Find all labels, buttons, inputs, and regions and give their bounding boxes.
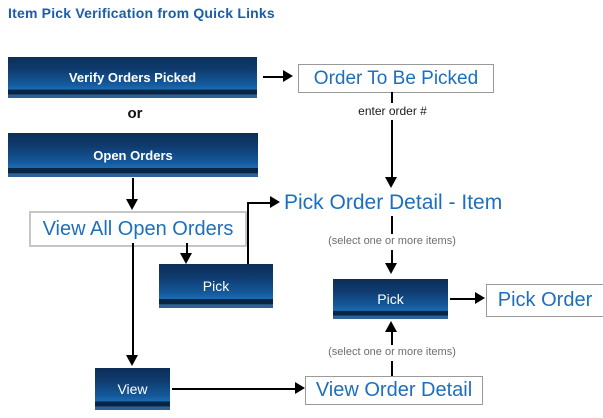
select-items-top-label: (select one or more items) [328,235,456,247]
arrow-verify-to-order-line [263,76,284,78]
view-all-open-orders-link[interactable]: View All Open Orders [29,211,247,247]
enter-order-number-label: enter order # [358,104,427,118]
arrow-select-to-pick-head-icon [385,263,397,274]
arrow-viewall-to-view-head-icon [126,355,138,366]
view-order-detail-link[interactable]: View Order Detail [305,376,483,405]
pick-button-right[interactable]: Pick [333,279,448,319]
arrow-viewall-to-pick-head-icon [180,253,192,264]
arrow-open-to-viewall-head-icon [126,199,138,210]
arrow-select-to-pick-line [391,250,393,263]
pick-order-detail-item-link[interactable]: Pick Order Detail - Item [284,191,503,214]
arrow-pick-to-pickorder-line [450,298,475,300]
order-to-be-picked-link[interactable]: Order To Be Picked [298,64,494,93]
connector-viewdetail-tick [391,361,393,376]
or-label: or [127,105,143,122]
arrow-enter-to-detail-line [391,120,393,177]
arrow-view-to-detail-head-icon [295,382,305,394]
arrow-pick-to-detail-vline [247,203,249,264]
open-orders-button[interactable]: Open Orders [8,133,258,177]
page-title: Item Pick Verification from Quick Links [8,5,275,21]
arrow-pick-to-detail-head-icon [270,196,280,208]
arrow-detail-to-pick-head-icon [385,321,397,332]
verify-orders-picked-button[interactable]: Verify Orders Picked [8,57,257,98]
arrow-viewall-to-pick-line [186,243,188,253]
pick-order-link[interactable]: Pick Order [486,284,603,317]
arrow-pick-to-detail-hline [247,202,270,204]
connector-order-box-tick [391,92,393,103]
view-button[interactable]: View [95,368,170,410]
pick-button-left[interactable]: Pick [159,264,273,308]
arrow-view-to-detail-line [172,388,295,390]
arrow-enter-to-detail-head-icon [385,177,397,188]
arrow-pick-to-pickorder-head-icon [475,292,485,304]
arrow-detail-to-pick-line [391,332,393,345]
connector-detail-tick [391,216,393,234]
arrow-viewall-to-view-line [132,243,134,355]
arrow-verify-to-order-head-icon [283,70,293,82]
arrow-open-to-viewall-line [132,178,134,199]
select-items-bottom-label: (select one or more items) [328,346,456,358]
